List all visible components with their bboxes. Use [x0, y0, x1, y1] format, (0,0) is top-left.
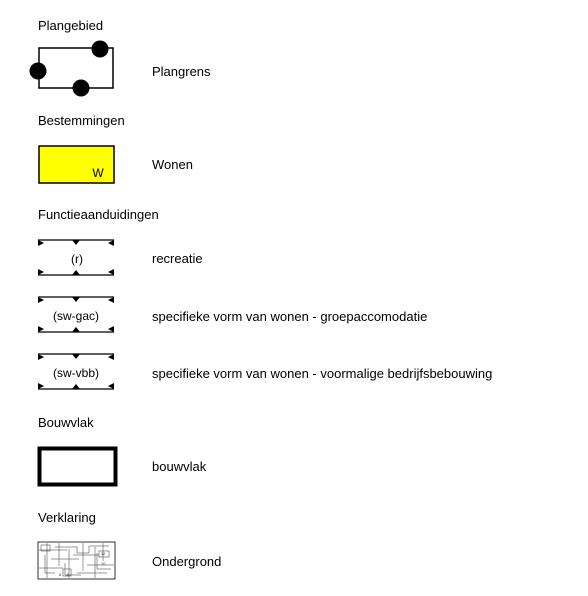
sw-gac-symbol: (sw-gac): [38, 296, 114, 333]
svg-text:12: 12: [101, 551, 106, 556]
section-heading-verklaring: Verklaring: [38, 510, 96, 525]
legend-label-plangrens: Plangrens: [152, 64, 211, 79]
wonen-symbol: W: [38, 145, 115, 184]
section-heading-bouwvlak: Bouwvlak: [38, 415, 94, 430]
svg-text:8: 8: [59, 572, 62, 577]
legend-label-wonen: Wonen: [152, 157, 193, 172]
bouwvlak-symbol: [37, 446, 118, 487]
legend-label-recreatie: recreatie: [152, 251, 203, 266]
section-heading-plangebied: Plangebied: [38, 18, 104, 33]
section-heading-bestemmingen: Bestemmingen: [38, 113, 125, 128]
svg-text:6: 6: [67, 572, 70, 577]
svg-text:10: 10: [101, 561, 106, 566]
section-heading-functieaanduidingen: Functieaanduidingen: [38, 207, 159, 222]
legend-label-sw-vbb: specifieke vorm van wonen - voormalige b…: [152, 366, 493, 381]
sw-vbb-symbol: (sw-vbb): [38, 353, 114, 390]
legend-label-ondergrond: Ondergrond: [152, 554, 222, 569]
sw-gac-code: (sw-gac): [53, 309, 99, 323]
plangrens-symbol: [29, 40, 114, 97]
sw-vbb-code: (sw-vbb): [53, 366, 99, 380]
ondergrond-symbol: 12 10 8 6: [37, 541, 116, 580]
wonen-code: W: [92, 166, 104, 180]
legend-label-sw-gac: specifieke vorm van wonen - groepaccomod…: [152, 309, 428, 324]
legend-label-bouwvlak: bouwvlak: [152, 459, 207, 474]
recreatie-code: (r): [71, 252, 83, 266]
recreatie-symbol: (r): [38, 239, 114, 276]
